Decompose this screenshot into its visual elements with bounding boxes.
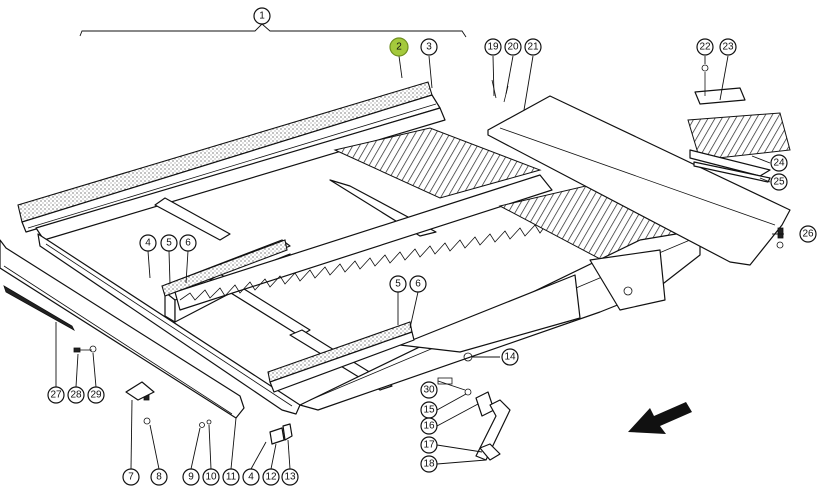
callout-label: 27: [50, 390, 62, 401]
callout-25: 25: [770, 173, 788, 191]
callout-30: 30: [420, 381, 438, 399]
callout-label: 7: [128, 472, 134, 483]
callout-5: 5: [160, 234, 178, 252]
callout-label: 21: [527, 42, 539, 53]
callout-4-lower: 4: [242, 468, 260, 486]
callout-label: 11: [226, 472, 237, 483]
callout-label: 2: [396, 42, 402, 53]
callout-29: 29: [87, 386, 105, 404]
callout-6: 6: [179, 234, 197, 252]
callout-label: 30: [423, 385, 435, 396]
cover-panel: [487, 95, 791, 266]
upper-stippled-rail: [161, 239, 288, 297]
callout-21: 21: [524, 38, 542, 56]
callout-12: 12: [262, 468, 280, 486]
callout-16: 16: [420, 417, 438, 435]
callout-label: 12: [265, 472, 277, 483]
callout-1: 1: [253, 7, 271, 25]
callout-label: 5: [166, 238, 172, 249]
callout-3: 3: [420, 38, 438, 56]
callout-label: 28: [70, 390, 82, 401]
callout-label: 19: [487, 42, 499, 53]
callout-14: 14: [501, 348, 519, 366]
comb-parts: [687, 64, 791, 183]
callout-15: 15: [420, 401, 438, 419]
callout-label: 26: [802, 229, 814, 240]
callout-17: 17: [420, 436, 438, 454]
callout-20: 20: [504, 38, 522, 56]
callout-28: 28: [67, 386, 85, 404]
direction-arrow-icon: [628, 402, 692, 434]
callout-24: 24: [770, 154, 788, 172]
callout-label: 24: [773, 158, 785, 169]
callout-label: 4: [248, 472, 254, 483]
serrated-bar: [174, 174, 553, 311]
leader-lines: [55, 55, 784, 470]
callout-label: 23: [722, 42, 734, 53]
right-frame: [299, 229, 701, 411]
callout-26: 26: [799, 225, 817, 243]
callout-8: 8: [150, 468, 168, 486]
callout-label: 14: [504, 352, 516, 363]
lower-stippled-rail: [267, 321, 415, 393]
callout-label: 25: [773, 177, 785, 188]
outer-side-panel: [0, 239, 245, 419]
callout-label: 13: [284, 472, 296, 483]
callout-label: 16: [423, 421, 435, 432]
callout-label: 22: [699, 42, 711, 53]
callout-13: 13: [281, 468, 299, 486]
callout-label: 17: [423, 440, 435, 451]
callout-label: 1: [259, 11, 265, 22]
callout-label: 9: [188, 472, 194, 483]
callout-7: 7: [122, 468, 140, 486]
callout-label: 10: [205, 472, 217, 483]
callout-23: 23: [719, 38, 737, 56]
callout-label: 3: [426, 42, 432, 53]
ribbed-grate-upper: [333, 127, 542, 199]
callout-11: 11: [222, 468, 240, 486]
callout-label: 29: [90, 390, 102, 401]
callout-4: 4: [139, 234, 157, 252]
callout-6-lower: 6: [409, 275, 427, 293]
callout-22: 22: [696, 38, 714, 56]
callout-label: 20: [507, 42, 519, 53]
callout-2: 2: [389, 37, 409, 57]
callout-label: 15: [423, 405, 435, 416]
callout-27: 27: [47, 386, 65, 404]
stippled-rail: [17, 81, 441, 233]
callout-label: 6: [415, 279, 421, 290]
callout-label: 5: [395, 279, 401, 290]
callout-label: 18: [423, 459, 435, 470]
assembly-bracket: [79, 23, 467, 38]
callout-19: 19: [484, 38, 502, 56]
callout-18: 18: [420, 455, 438, 473]
callout-9: 9: [182, 468, 200, 486]
callout-label: 4: [145, 238, 151, 249]
callout-5-lower: 5: [389, 275, 407, 293]
callout-10: 10: [202, 468, 220, 486]
callout-label: 6: [185, 238, 191, 249]
callout-label: 8: [156, 472, 162, 483]
